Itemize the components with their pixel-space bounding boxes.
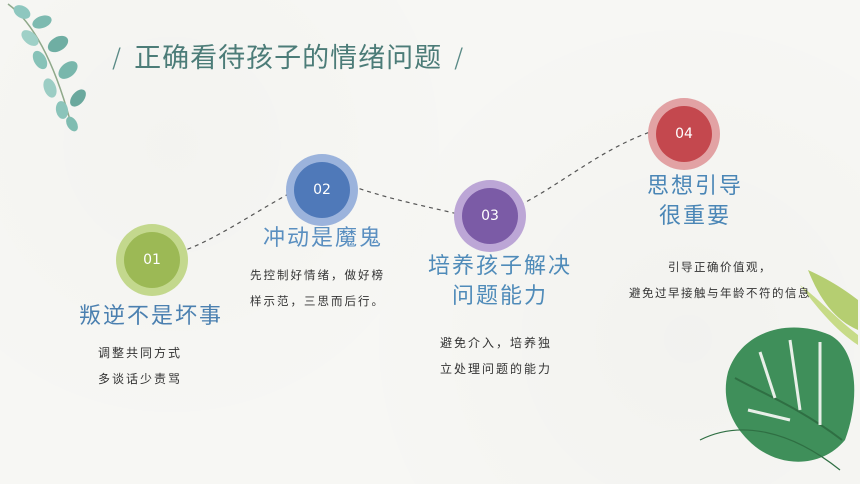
step-04-circle: 04: [648, 98, 720, 170]
page-title: /正确看待孩子的情绪问题/: [112, 43, 465, 74]
step-03-description: 避免介入，培养独 立处理问题的能力: [440, 336, 553, 376]
step-01-description: 调整共同方式 多谈话少责骂: [98, 346, 183, 386]
step-02-heading: 冲动是魔鬼: [262, 226, 383, 251]
eucalyptus-leaves-icon: [7, 3, 86, 132]
step-01-heading: 叛逆不是坏事: [78, 304, 223, 329]
step-02-description: 先控制好情绪，做好榜 样示范，三思而后行。: [250, 268, 385, 308]
timeline-connector: [179, 131, 651, 253]
step-03-circle: 03: [454, 180, 526, 252]
monstera-leaf-icon: [699, 270, 858, 471]
step-02-circle: 02: [286, 154, 358, 226]
step-01-circle: 01: [116, 224, 188, 296]
step-04-heading: 思想引导 很重要: [646, 174, 743, 229]
step-03-heading: 培养孩子解决 问题能力: [427, 254, 572, 309]
step-04-description: 引导正确价值观， 避免过早接触与年龄不符的信息: [629, 260, 811, 300]
